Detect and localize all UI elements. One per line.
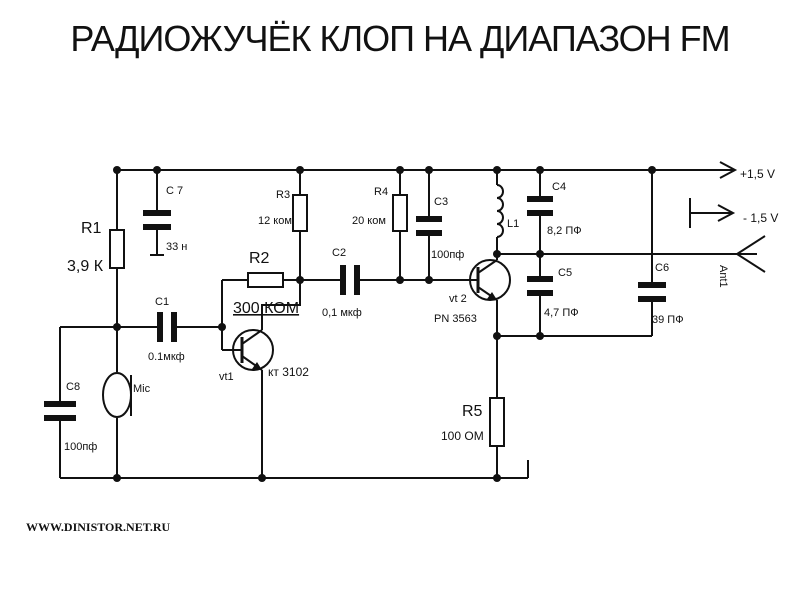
junction-dot bbox=[493, 474, 501, 482]
junction-dot bbox=[113, 323, 121, 331]
r4-resistor bbox=[392, 194, 408, 232]
vt1-ref-label: vt1 bbox=[219, 371, 234, 383]
c8-capacitor bbox=[44, 401, 76, 421]
junction-dot bbox=[396, 166, 404, 174]
r4-value-label: 20 ком bbox=[352, 215, 386, 227]
r1-value-label: 3,9 К bbox=[67, 258, 104, 275]
junction-dot bbox=[648, 166, 656, 174]
r3-resistor bbox=[292, 194, 308, 232]
c3-ref-label: C3 bbox=[434, 196, 448, 208]
negative-supply-label: - 1,5 V bbox=[743, 211, 778, 225]
website-footer: WWW.DINISTOR.NET.RU bbox=[26, 520, 171, 534]
page-title: РАДИОЖУЧЁК КЛОП НА ДИАПАЗОН FM bbox=[70, 18, 730, 59]
c1-capacitor bbox=[157, 312, 177, 342]
junction-dot bbox=[153, 166, 161, 174]
c1-ref-label: C1 bbox=[155, 296, 169, 308]
wires bbox=[59, 161, 766, 479]
vt2-transistor bbox=[469, 254, 511, 301]
c5-ref-label: C5 bbox=[558, 267, 572, 279]
junction-dot bbox=[296, 166, 304, 174]
r2-ref-label: R2 bbox=[249, 250, 270, 267]
c3-value-label: 100пф bbox=[431, 249, 464, 261]
junction-dot bbox=[425, 166, 433, 174]
mic-label: Mic bbox=[133, 383, 151, 395]
negative-symbol-arrow bbox=[717, 204, 736, 222]
c8-ref-label: C8 bbox=[66, 381, 80, 393]
antenna-symbol bbox=[735, 235, 766, 273]
vt1-transistor bbox=[232, 327, 274, 373]
c1-value-label: 0.1мкф bbox=[148, 351, 185, 363]
junction-dot bbox=[536, 332, 544, 340]
r5-ref-label: R5 bbox=[462, 403, 483, 420]
r1-ref-label: R1 bbox=[81, 220, 102, 237]
junction-dot bbox=[296, 276, 304, 284]
c2-capacitor bbox=[340, 265, 360, 295]
c6-ref-label: C6 bbox=[655, 262, 669, 274]
c5-value-label: 4,7 ПФ bbox=[544, 307, 579, 319]
r2-value-label: 300 КОМ bbox=[233, 300, 299, 317]
microphone-symbol bbox=[102, 372, 132, 418]
c7-ref-label: С 7 bbox=[166, 185, 183, 197]
c2-value-label: 0,1 мкф bbox=[322, 307, 362, 319]
c7-value-label: 33 н bbox=[166, 241, 187, 253]
l1-inductor bbox=[496, 184, 504, 238]
junction-dot bbox=[113, 474, 121, 482]
c4-ref-label: C4 bbox=[552, 181, 566, 193]
junction-dot bbox=[536, 250, 544, 258]
junction-dot bbox=[493, 332, 501, 340]
r4-ref-label: R4 bbox=[374, 186, 388, 198]
vt2-ref-label: vt 2 bbox=[449, 293, 467, 305]
r3-value-label: 12 ком bbox=[258, 215, 292, 227]
c4-value-label: 8,2 ПФ bbox=[547, 225, 582, 237]
c5-capacitor bbox=[527, 276, 553, 296]
junction-dot bbox=[536, 166, 544, 174]
vt1-value-label: кт 3102 bbox=[268, 365, 309, 379]
c3-capacitor bbox=[416, 216, 442, 236]
junction-dot bbox=[113, 166, 121, 174]
positive-supply-label: +1,5 V bbox=[740, 167, 775, 181]
r1-resistor bbox=[109, 229, 125, 269]
positive-rail-arrow bbox=[719, 161, 738, 179]
r2-resistor bbox=[247, 272, 284, 288]
c4-capacitor bbox=[527, 196, 553, 216]
c6-value-label: 39 ПФ bbox=[652, 314, 684, 326]
c2-ref-label: C2 bbox=[332, 247, 346, 259]
vt1-collector-wire bbox=[261, 280, 301, 327]
r5-value-label: 100 ОМ bbox=[441, 429, 484, 443]
c7-capacitor bbox=[143, 210, 171, 230]
junctions bbox=[113, 166, 656, 482]
l1-ref-label: L1 bbox=[507, 218, 519, 230]
r5-resistor bbox=[489, 397, 505, 447]
antenna-label: Ant1 bbox=[717, 265, 729, 288]
c6-capacitor bbox=[638, 282, 666, 302]
vt2-value-label: PN 3563 bbox=[434, 313, 477, 325]
c8-value-label: 100пф bbox=[64, 441, 97, 453]
junction-dot bbox=[425, 276, 433, 284]
junction-dot bbox=[258, 474, 266, 482]
junction-dot bbox=[218, 323, 226, 331]
r3-ref-label: R3 bbox=[276, 189, 290, 201]
junction-dot bbox=[396, 276, 404, 284]
junction-dot bbox=[493, 166, 501, 174]
